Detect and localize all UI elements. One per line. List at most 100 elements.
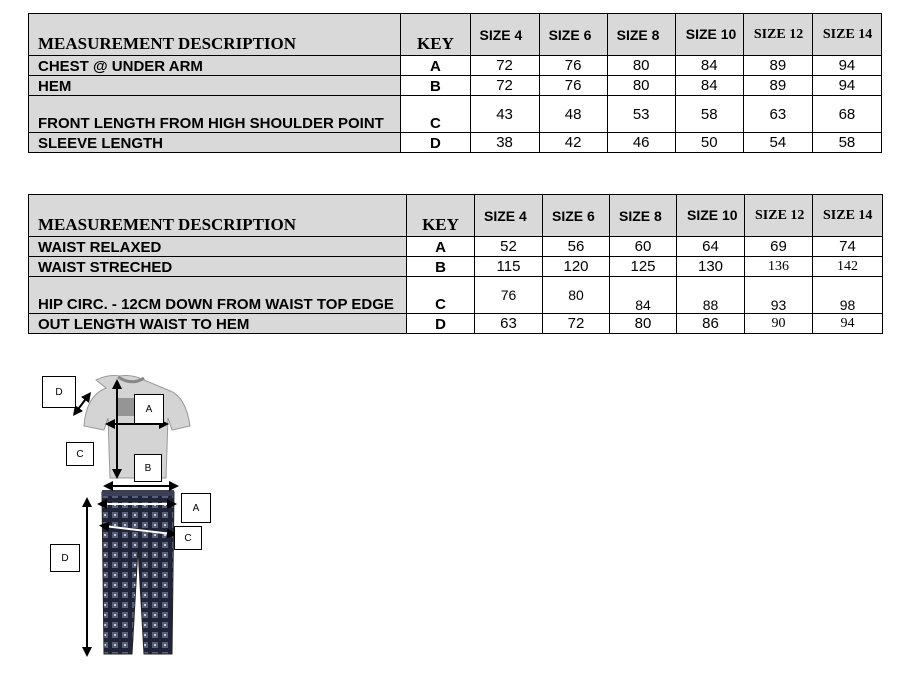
row-key: C (400, 95, 471, 133)
value-cell: 94 (811, 75, 883, 96)
value-cell: 76 (538, 75, 608, 96)
value-cell: 125 (609, 256, 677, 277)
value-cell: 72 (542, 313, 610, 334)
column-header-size-10: SIZE 10 (676, 194, 745, 237)
value-cell: 53 (606, 95, 676, 133)
label-hem: B (134, 454, 162, 482)
column-header-description: MEASUREMENT DESCRIPTION (27, 13, 402, 56)
label-front-length: C (66, 442, 94, 466)
value-cell: 89 (742, 55, 813, 76)
value-cell: 142 (812, 256, 883, 277)
value-cell: 89 (742, 75, 813, 96)
value-cell: 93 (744, 276, 813, 314)
value-cell: 88 (676, 276, 745, 314)
value-cell: 84 (674, 75, 744, 96)
row-description: HEM (27, 75, 402, 96)
value-cell: 46 (606, 132, 676, 153)
value-cell: 58 (674, 95, 744, 133)
value-cell: 72 (469, 75, 540, 96)
row-key: C (406, 276, 475, 314)
column-header-size-12: SIZE 12 (744, 194, 813, 237)
value-cell: 68 (811, 95, 883, 133)
pants-measurement-table: MEASUREMENT DESCRIPTION KEY SIZE 4 SIZE … (28, 194, 883, 334)
table-row: HIP CIRC. - 12CM DOWN FROM WAIST TOP EDG… (28, 276, 883, 314)
value-cell: 56 (542, 236, 610, 257)
value-cell: 52 (474, 236, 543, 257)
value-cell: 98 (812, 276, 883, 314)
row-description: WAIST STRECHED (28, 256, 407, 277)
column-header-size-10: SIZE 10 (674, 13, 744, 56)
hip-arrow (99, 521, 177, 539)
value-cell: 76 (538, 55, 608, 76)
value-cell: 74 (812, 236, 883, 257)
value-cell: 84 (674, 55, 744, 76)
garment-measurement-diagram: D A C B A C D (38, 368, 218, 668)
value-cell: 63 (474, 313, 543, 334)
value-cell: 115 (474, 256, 543, 277)
plaid-pants-icon (101, 490, 175, 655)
value-cell: 120 (542, 256, 610, 277)
column-header-size-6: SIZE 6 (538, 13, 608, 56)
label-waist: A (181, 493, 211, 523)
table-header-row: MEASUREMENT DESCRIPTION KEY SIZE 4 SIZE … (27, 13, 883, 56)
table-row: HEM B 72 76 80 84 89 94 (27, 75, 883, 96)
value-cell: 84 (609, 276, 677, 314)
row-description: FRONT LENGTH FROM HIGH SHOULDER POINT (27, 95, 402, 133)
value-cell: 94 (812, 313, 883, 334)
value-cell: 72 (469, 55, 540, 76)
label-hip: C (174, 526, 202, 550)
value-cell: 42 (538, 132, 608, 153)
label-sleeve-length: D (42, 376, 76, 408)
row-key: B (400, 75, 471, 96)
column-header-key: KEY (406, 194, 475, 237)
label-chest: A (134, 394, 164, 424)
column-header-size-8: SIZE 8 (609, 194, 677, 237)
row-description: SLEEVE LENGTH (27, 132, 402, 153)
row-description: OUT LENGTH WAIST TO HEM (28, 313, 407, 334)
row-description: CHEST @ UNDER ARM (27, 55, 402, 76)
value-cell: 60 (609, 236, 677, 257)
value-cell: 94 (811, 55, 883, 76)
value-cell: 48 (538, 95, 608, 133)
table-row: FRONT LENGTH FROM HIGH SHOULDER POINT C … (27, 95, 883, 133)
column-header-size-4: SIZE 4 (469, 13, 540, 56)
value-cell: 64 (676, 236, 745, 257)
table-row: OUT LENGTH WAIST TO HEM D 63 72 80 86 90… (28, 313, 883, 334)
row-key: B (406, 256, 475, 277)
value-cell: 76 (474, 276, 543, 314)
value-cell: 43 (469, 95, 540, 133)
row-key: D (400, 132, 471, 153)
value-cell: 86 (676, 313, 745, 334)
value-cell: 90 (744, 313, 813, 334)
value-cell: 80 (609, 313, 677, 334)
value-cell: 80 (542, 276, 610, 314)
column-header-size-12: SIZE 12 (742, 13, 813, 56)
table-row: CHEST @ UNDER ARM A 72 76 80 84 89 94 (27, 55, 883, 76)
column-header-size-6: SIZE 6 (542, 194, 610, 237)
table-row: WAIST RELAXED A 52 56 60 64 69 74 (28, 236, 883, 257)
column-header-description: MEASUREMENT DESCRIPTION (28, 194, 407, 237)
row-description: WAIST RELAXED (28, 236, 407, 257)
value-cell: 38 (469, 132, 540, 153)
row-key: A (400, 55, 471, 76)
row-key: A (406, 236, 475, 257)
column-header-size-4: SIZE 4 (474, 194, 543, 237)
label-out-length: D (50, 544, 80, 572)
row-key: D (406, 313, 475, 334)
column-header-size-8: SIZE 8 (606, 13, 676, 56)
column-header-size-14: SIZE 14 (812, 194, 883, 237)
column-header-key: KEY (400, 13, 471, 56)
sleeve-length-arrow (73, 392, 91, 416)
value-cell: 80 (606, 55, 676, 76)
value-cell: 80 (606, 75, 676, 96)
value-cell: 50 (674, 132, 744, 153)
tshirt-measurement-table: MEASUREMENT DESCRIPTION KEY SIZE 4 SIZE … (27, 13, 883, 153)
value-cell: 130 (676, 256, 745, 277)
row-description: HIP CIRC. - 12CM DOWN FROM WAIST TOP EDG… (28, 276, 407, 314)
table-row: WAIST STRECHED B 115 120 125 130 136 142 (28, 256, 883, 277)
value-cell: 54 (742, 132, 813, 153)
value-cell: 63 (742, 95, 813, 133)
value-cell: 136 (744, 256, 813, 277)
column-header-size-14: SIZE 14 (811, 13, 883, 56)
value-cell: 58 (811, 132, 883, 153)
